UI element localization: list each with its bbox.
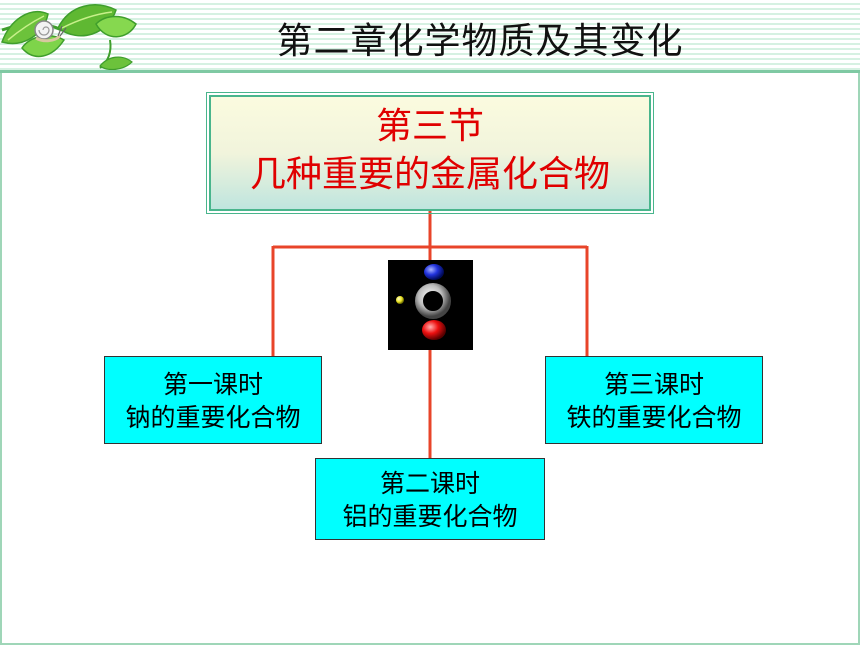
- section-number: 第三节: [375, 106, 484, 147]
- section-title-box: 第三节 几种重要的金属化合物: [206, 92, 654, 214]
- lesson-period: 第二课时: [379, 469, 480, 498]
- lesson-box-sodium: 第一课时 钠的重要化合物: [104, 356, 322, 444]
- header-divider: [0, 70, 860, 73]
- right-border: [858, 73, 860, 645]
- lesson-box-iron: 第三课时 铁的重要化合物: [545, 356, 763, 444]
- atom-model-icon: [388, 260, 473, 350]
- lesson-box-aluminum: 第二课时 铝的重要化合物: [315, 458, 545, 540]
- leaf-snail-icon: [1, 4, 137, 70]
- lesson-period: 第一课时: [162, 370, 263, 399]
- bottom-border: [0, 643, 860, 645]
- header-banner: [0, 0, 860, 70]
- slide-title: 第二章化学物质及其变化: [276, 21, 684, 62]
- left-border: [0, 73, 2, 645]
- lesson-topic: 铝的重要化合物: [342, 502, 518, 531]
- lesson-period: 第三课时: [603, 370, 704, 399]
- section-name: 几种重要的金属化合物: [249, 154, 610, 195]
- lesson-topic: 钠的重要化合物: [125, 403, 301, 432]
- lesson-topic: 铁的重要化合物: [566, 403, 742, 432]
